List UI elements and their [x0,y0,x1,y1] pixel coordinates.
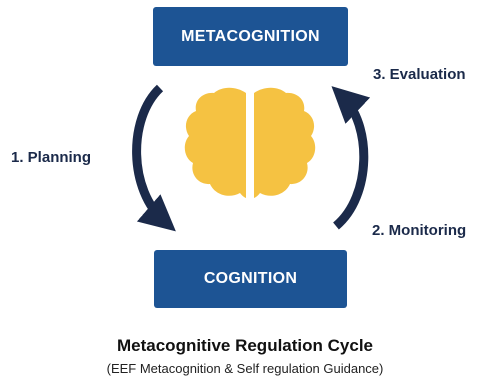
monitoring-evaluation-arrow [331,86,371,230]
metacognition-label: METACOGNITION [181,27,320,45]
caption-title: Metacognitive Regulation Cycle [117,336,373,355]
cognition-label: COGNITION [203,270,298,287]
step-planning-label: 1. Planning [11,149,92,166]
planning-arrow [132,84,176,232]
caption-subtitle: (EEF Metacognition & Self regulation Gui… [106,361,384,376]
step-evaluation-label: 3. Evaluation [373,66,466,83]
brain-icon [184,87,316,198]
metacognition-box: METACOGNITION [153,7,348,66]
step-monitoring-label: 2. Monitoring [372,222,467,239]
cognition-box: COGNITION [154,250,347,308]
